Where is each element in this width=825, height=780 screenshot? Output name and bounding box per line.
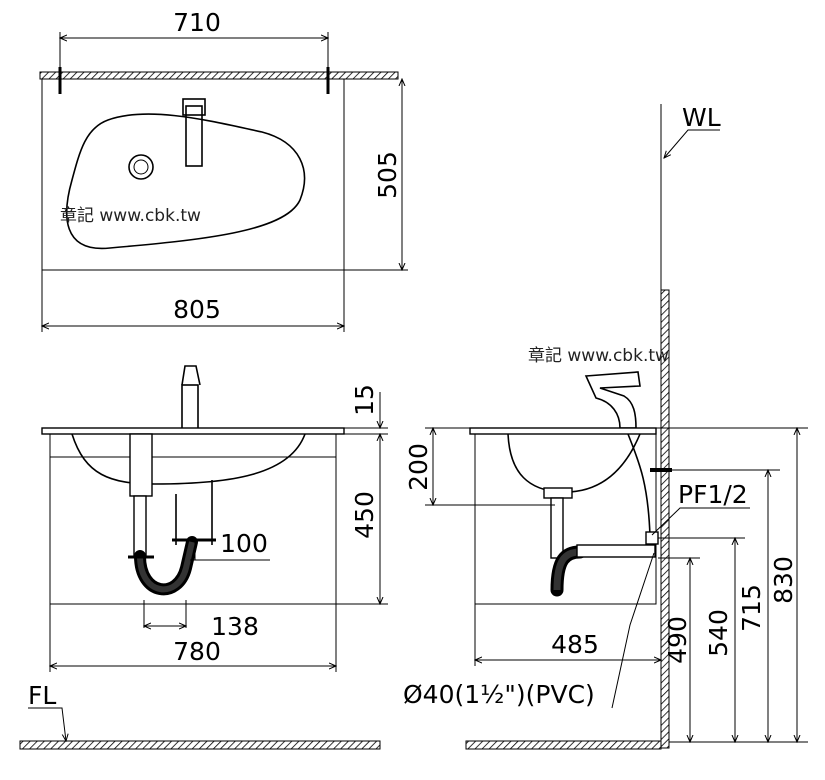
dim-200: 200 — [404, 443, 433, 491]
top-basin-bowl — [65, 113, 306, 250]
dim-pf: PF1/2 — [678, 480, 748, 509]
dim-780: 780 — [173, 637, 221, 666]
top-vanity-outline — [41, 78, 345, 271]
dim-805: 805 — [173, 295, 221, 324]
front-faucet — [181, 384, 199, 430]
top-drain — [128, 154, 154, 180]
dim-485: 485 — [551, 630, 599, 659]
side-basin — [507, 433, 641, 493]
dim-490: 490 — [663, 616, 692, 664]
side-view: WL 章記 www.cbk.tw PF1/2 200 48 — [403, 103, 808, 750]
front-floor — [19, 740, 381, 750]
top-wall-strip — [39, 71, 399, 80]
side-faucet — [584, 371, 641, 429]
top-view: 710 505 805 章記 www.cbk.tw — [39, 8, 408, 332]
dim-138: 138 — [211, 612, 259, 641]
dim-715: 715 — [737, 584, 766, 632]
wall-label: WL — [682, 103, 721, 132]
side-cabinet — [474, 433, 657, 605]
dim-710: 710 — [173, 8, 221, 37]
dim-15: 15 — [350, 384, 379, 416]
front-view: 100 138 780 15 450 FL — [19, 365, 388, 750]
watermark-side: 章記 www.cbk.tw — [528, 346, 669, 366]
dim-830: 830 — [769, 556, 798, 604]
dim-100: 100 — [220, 529, 268, 558]
floor-label: FL — [28, 681, 56, 710]
top-faucet — [185, 105, 203, 167]
front-basin — [71, 433, 306, 485]
side-floor — [465, 740, 662, 750]
dim-505: 505 — [373, 151, 402, 199]
dim-450: 450 — [350, 491, 379, 539]
front-cabinet — [49, 433, 337, 605]
pipe-label: Ø40(1½")(PVC) — [403, 680, 595, 709]
dim-540: 540 — [704, 609, 733, 657]
watermark-top: 章記 www.cbk.tw — [60, 206, 201, 226]
